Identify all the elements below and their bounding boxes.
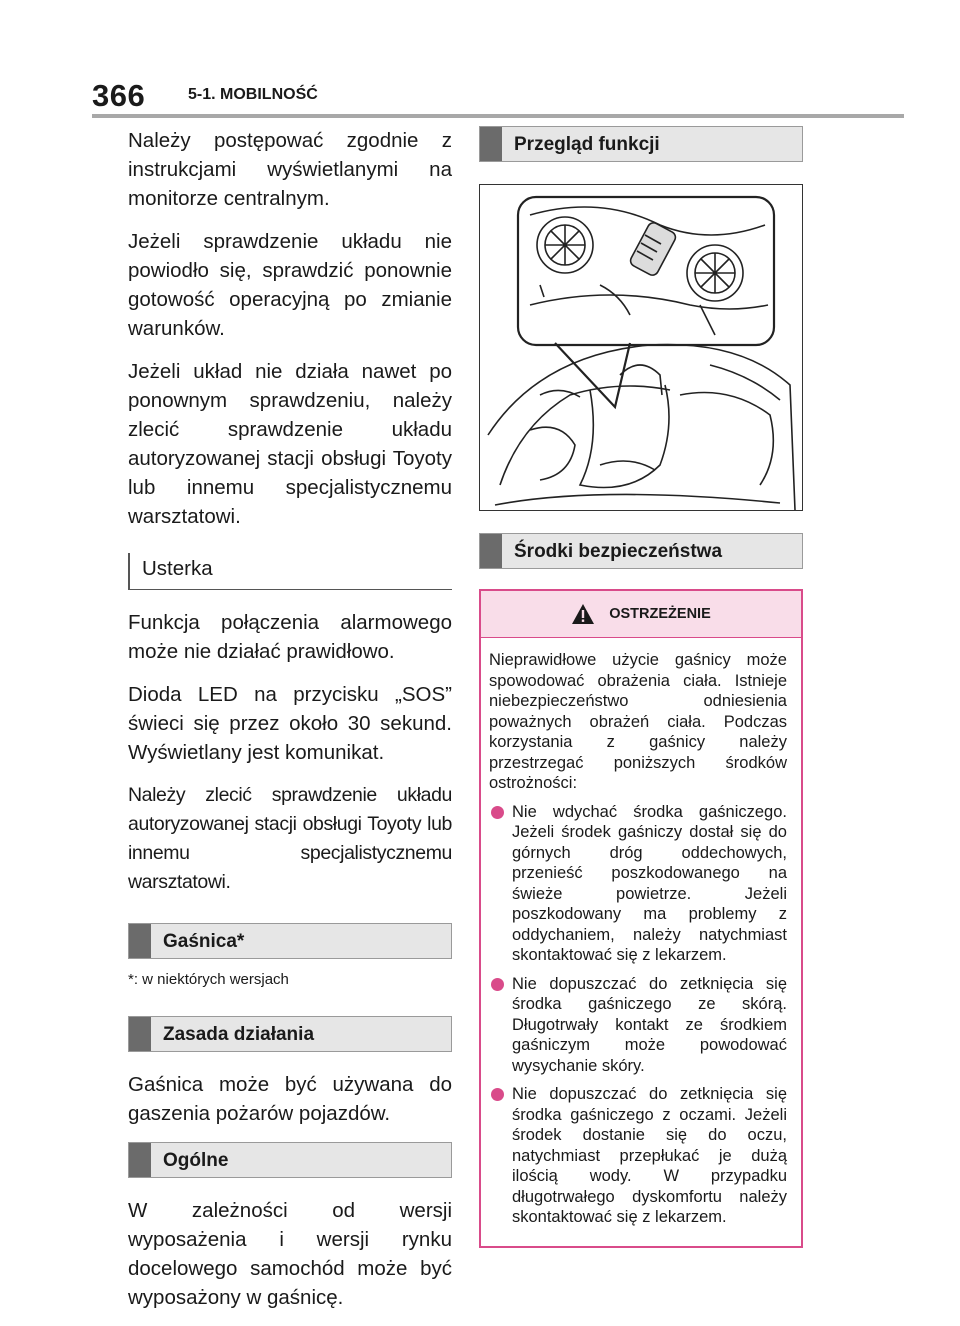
warning-header: OSTRZEŻENIE	[481, 591, 801, 638]
car-interior-drawing	[487, 195, 796, 511]
paragraph-malfunction: Funkcja połączenia alarmowego może nie d…	[128, 611, 452, 663]
ogolne-heading: Ogólne	[128, 1142, 452, 1178]
srodki-heading: Środki bezpieczeństwa	[479, 533, 803, 569]
paragraph-contact-workshop: Jeżeli układ nie działa nawet po ponowny…	[128, 360, 452, 528]
warning-title: OSTRZEŻENIE	[609, 606, 711, 622]
page-number: 366	[92, 78, 146, 113]
extinguisher-illustration	[479, 184, 803, 511]
warning-bullet: Nie wdychać środka gaśniczego. Jeżeli śr…	[489, 802, 787, 966]
bullet-dot-icon	[491, 805, 504, 819]
warning-intro: Nieprawidłowe użycie gaśnicy może spowod…	[489, 651, 787, 792]
warning-bullet: Nie dopuszczać do zetknięcia się środka …	[489, 1084, 787, 1228]
paragraph-contact-service: Należy zlecić sprawdzenie układu autoryz…	[128, 784, 452, 893]
right-column: Przegląd funkcji	[479, 126, 803, 1248]
warning-bullet: Nie dopuszczać do zetknięcia się środka …	[489, 974, 787, 1077]
paragraph-sos-led: Dioda LED na przycisku „SOS” świeci się …	[128, 683, 452, 764]
left-column: Należy postępować zgodnie z instrukcjami…	[128, 126, 452, 1326]
zasada-heading: Zasada działania	[128, 1016, 452, 1052]
paragraph-check-failed: Jeżeli sprawdzenie układu nie powiodło s…	[128, 230, 452, 340]
warning-body: Nieprawidłowe użycie gaśnicy może spowod…	[481, 638, 801, 1246]
usterka-heading: Usterka	[128, 553, 452, 590]
przeglad-heading: Przegląd funkcji	[479, 126, 803, 162]
paragraph-follow-instructions: Należy postępować zgodnie z instrukcjami…	[128, 129, 452, 210]
paragraph-extinguisher-use: Gaśnica może być używana do gaszenia poż…	[128, 1073, 452, 1125]
gasnica-heading: Gaśnica*	[128, 923, 452, 959]
warning-box: OSTRZEŻENIE Nieprawidłowe użycie gaśnicy…	[479, 589, 803, 1248]
bullet-dot-icon	[491, 1088, 504, 1101]
header-rule	[92, 114, 904, 118]
footnote: *: w niektórych wersjach	[128, 971, 289, 988]
paragraph-equipment-version: W zależności od wersji wyposażenia i wer…	[128, 1199, 452, 1309]
bullet-dot-icon	[491, 977, 504, 991]
warning-triangle-icon	[572, 604, 595, 624]
chapter-title: 5-1. MOBILNOŚĆ	[188, 86, 318, 103]
